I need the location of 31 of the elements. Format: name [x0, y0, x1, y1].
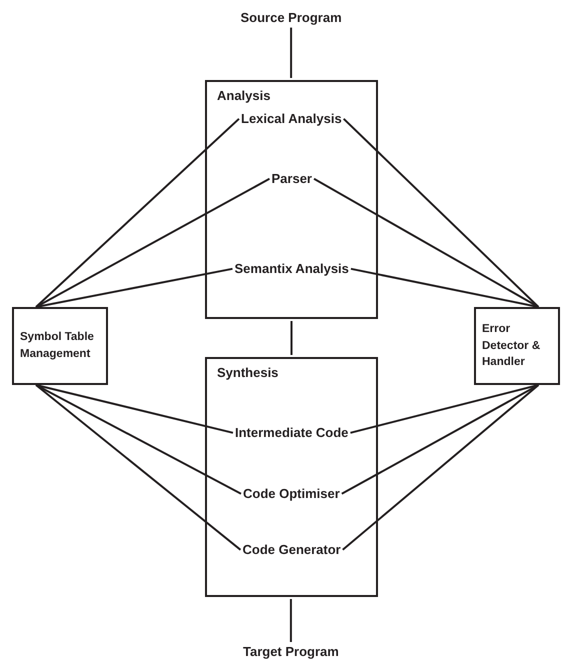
box-label: Error Detector & Handler: [482, 322, 542, 370]
connector-line: [342, 384, 540, 551]
connector-line: [36, 268, 233, 308]
phase-label: Lexical Analysis: [241, 111, 342, 127]
support-box: [12, 307, 108, 385]
connector-line: [313, 178, 539, 308]
program-label: Target Program: [243, 644, 339, 660]
stage-box: [205, 357, 378, 597]
connector-line: [35, 384, 242, 551]
box-label: Symbol Table Management: [20, 330, 95, 362]
connector-line: [343, 118, 540, 308]
connector-line: [341, 384, 539, 495]
phase-label: Parser: [272, 171, 312, 187]
phase-label: Semantix Analysis: [234, 261, 349, 277]
connector-line: [290, 599, 292, 642]
stage-box: [205, 80, 378, 319]
connector-line: [36, 384, 234, 434]
phase-label: Code Generator: [242, 542, 341, 558]
connector-line: [36, 178, 270, 308]
phase-label: Intermediate Code: [235, 425, 348, 441]
stage-title: Synthesis: [217, 365, 278, 381]
connector-line: [36, 384, 242, 495]
support-box: [474, 307, 560, 385]
stage-title: Analysis: [217, 88, 270, 104]
phase-label: Code Optimiser: [243, 486, 340, 502]
connector-line: [35, 118, 240, 308]
connector-line: [350, 384, 539, 434]
program-label: Source Program: [240, 10, 342, 26]
connector-line: [350, 268, 539, 308]
connector-line: [290, 321, 292, 355]
connector-line: [290, 28, 292, 78]
